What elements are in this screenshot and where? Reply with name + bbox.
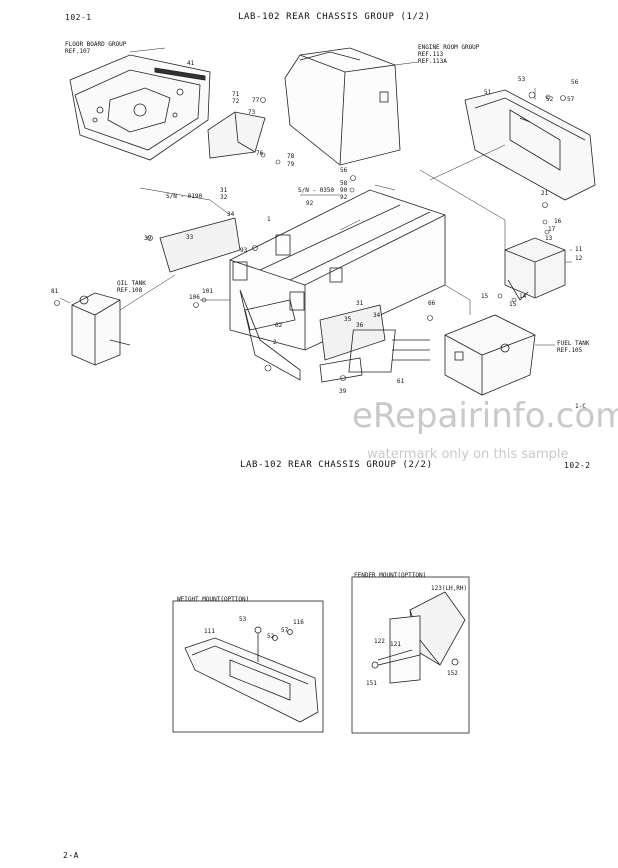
part-number: 16 — [554, 218, 562, 225]
fender-mount-drawing — [371, 591, 466, 684]
section-1-title: LAB-102 REAR CHASSIS GROUP (1/2) — [238, 12, 431, 22]
part-number: 58 — [340, 180, 348, 187]
part-number: 62 — [275, 322, 283, 329]
part-number: 52 — [546, 96, 554, 103]
part-number: 111 — [204, 628, 215, 635]
part-number: 12 — [575, 255, 583, 262]
part-number: 93 — [240, 247, 248, 254]
part-number: 90 — [340, 187, 348, 194]
part-number: 71 — [232, 91, 240, 98]
part-number: 1 — [267, 216, 271, 223]
part-number: 73 — [248, 109, 256, 116]
part-number: 35 — [344, 316, 352, 323]
part-number: 31 — [356, 300, 364, 307]
fender-mount-box — [351, 576, 470, 734]
page-code-top-right: 1-C — [575, 403, 586, 410]
weight-mount-box — [172, 600, 324, 733]
section-2-title: LAB-102 REAR CHASSIS GROUP (2/2) — [240, 460, 433, 470]
rear-weight-drawing — [464, 89, 596, 201]
part-number: 52 — [267, 633, 275, 640]
ref-fuel-tank: FUEL TANK — [557, 340, 590, 347]
part-number: 53 — [239, 616, 247, 623]
page-code-top-left: 102-1 — [65, 13, 92, 22]
watermark-sub: watermark only on this sample — [367, 447, 569, 462]
part-number: 36 — [356, 322, 364, 329]
part-number: 152 — [447, 670, 458, 677]
ref-fuel-tank-ref: REF.105 — [557, 347, 583, 354]
part-number: 77 — [252, 97, 260, 104]
part-number: 34 — [373, 312, 381, 319]
part-number: 61 — [397, 378, 405, 385]
part-number: 121 — [390, 641, 401, 648]
engine-room-cover-drawing — [284, 47, 401, 166]
fender-mount-title: FENDER MOUNT(OPTION) — [354, 572, 427, 579]
part-number: 31 — [220, 187, 228, 194]
ref-engine-room-ref: REF.113 — [418, 51, 444, 58]
part-number: 92 — [306, 200, 314, 207]
part-number: 14 — [519, 293, 527, 300]
part-number: 151 — [366, 680, 377, 687]
weight-mount-drawing — [184, 626, 319, 723]
part-number: 41 — [187, 60, 195, 67]
part-number: 39 — [144, 235, 152, 242]
part-number: 21 — [541, 190, 549, 197]
part-number: 101 — [202, 288, 213, 295]
part-number: 34 — [227, 211, 235, 218]
ref-engine-room-ref-a: REF.113A — [418, 58, 447, 65]
part-number: 17 — [548, 226, 556, 233]
part-number: 78 — [287, 153, 295, 160]
chassis-frame-drawing — [229, 189, 446, 381]
ref-oil-tank-ref: REF.108 — [117, 287, 143, 294]
part-number: 33 — [186, 234, 194, 241]
part-number: 76 — [256, 150, 264, 157]
part-number: 56 — [340, 167, 348, 174]
page-code-mid-right: 102-2 — [564, 461, 591, 470]
part-number: 53 — [518, 76, 526, 83]
ref-oil-tank: OIL TANK — [117, 280, 146, 287]
part-number: 81 — [51, 288, 59, 295]
part-number: 11 — [575, 246, 583, 253]
part-number: 116 — [293, 619, 304, 626]
part-number: 15 — [481, 293, 489, 300]
part-number: 66 — [428, 300, 436, 307]
floor-board-drawing — [69, 54, 211, 161]
part-number: 57 — [281, 627, 289, 634]
battery-box-drawing — [504, 237, 566, 301]
page-code-bottom-left: 2-A — [63, 851, 79, 860]
weight-mount-title: WEIGHT MOUNT(OPTION) — [177, 596, 250, 603]
part-number: 72 — [232, 98, 240, 105]
ref-engine-room-group: ENGINE ROOM GROUP — [418, 44, 480, 51]
part-number: 106 — [189, 294, 200, 301]
part-number: 56 — [571, 79, 579, 86]
part-number: 32 — [220, 194, 228, 201]
fuel-tank-drawing — [444, 314, 536, 396]
ref-floor-board-ref: REF.107 — [65, 48, 91, 55]
part-number: 57 — [567, 96, 575, 103]
part-number: 15 — [509, 301, 517, 308]
part-number: 79 — [287, 161, 295, 168]
part-number: 39 — [339, 388, 347, 395]
part-number: 92 — [340, 194, 348, 201]
watermark-main: eRepairinfo.com — [352, 396, 618, 436]
sn-0350-label: S/N - 0350 — [298, 187, 335, 194]
part-number: 13 — [545, 235, 553, 242]
part-number: 122 — [374, 638, 385, 645]
oil-tank-drawing — [71, 292, 131, 366]
sn-0190-label: S/N - 0190 — [166, 193, 203, 200]
part-number: 123(LH,RH) — [431, 585, 468, 592]
part-number: 51 — [484, 89, 492, 96]
ref-floor-board-group: FLOOR BOARD GROUP — [65, 41, 127, 48]
part-number: 2 — [273, 339, 277, 346]
